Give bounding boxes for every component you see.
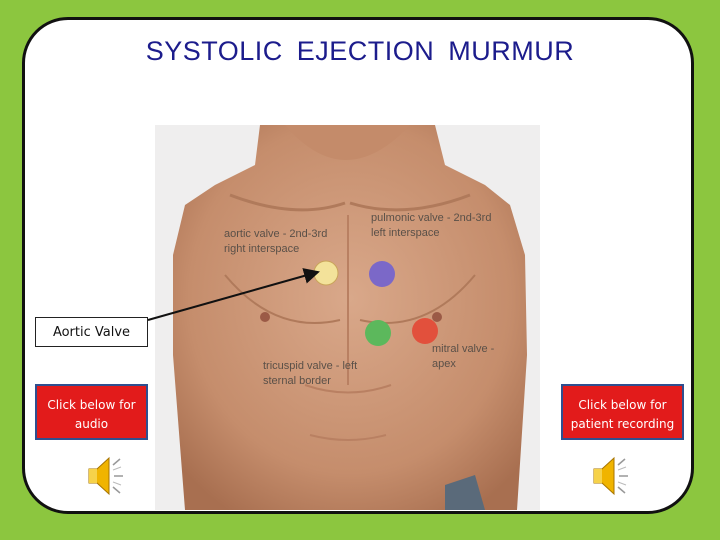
- annotation-line: left interspace: [371, 227, 440, 239]
- patient-recording-button[interactable]: Click below for patient recording: [561, 384, 684, 440]
- annotation-line: right interspace: [224, 243, 300, 255]
- slide-title: SYSTOLIC EJECTION MURMUR: [145, 36, 575, 66]
- annotation-line: apex: [432, 358, 456, 370]
- pulmonic-marker: [369, 261, 395, 287]
- speaker-icon[interactable]: [590, 453, 630, 499]
- chest-photo: [155, 125, 540, 510]
- annotation-line: sternal border: [263, 375, 331, 387]
- aortic-valve-label: Aortic Valve: [35, 317, 148, 347]
- mitral-annotation: mitral valve - apex: [432, 342, 494, 372]
- speaker-icon[interactable]: [85, 453, 125, 499]
- mitral-marker: [412, 318, 438, 344]
- annotation-line: mitral valve -: [432, 343, 495, 355]
- annotation-line: pulmonic valve - 2nd-3rd: [371, 212, 492, 224]
- annotation-line: aortic valve - 2nd-3rd: [224, 228, 328, 240]
- pulmonic-annotation: pulmonic valve - 2nd-3rd left interspace: [371, 211, 491, 241]
- audio-button[interactable]: Click below for audio: [35, 384, 148, 440]
- tricuspid-marker: [365, 320, 391, 346]
- aortic-annotation: aortic valve - 2nd-3rd right interspace: [224, 227, 327, 257]
- annotation-line: tricuspid valve - left: [263, 360, 358, 372]
- chest-illustration: [173, 125, 527, 510]
- tricuspid-annotation: tricuspid valve - left sternal border: [263, 359, 357, 389]
